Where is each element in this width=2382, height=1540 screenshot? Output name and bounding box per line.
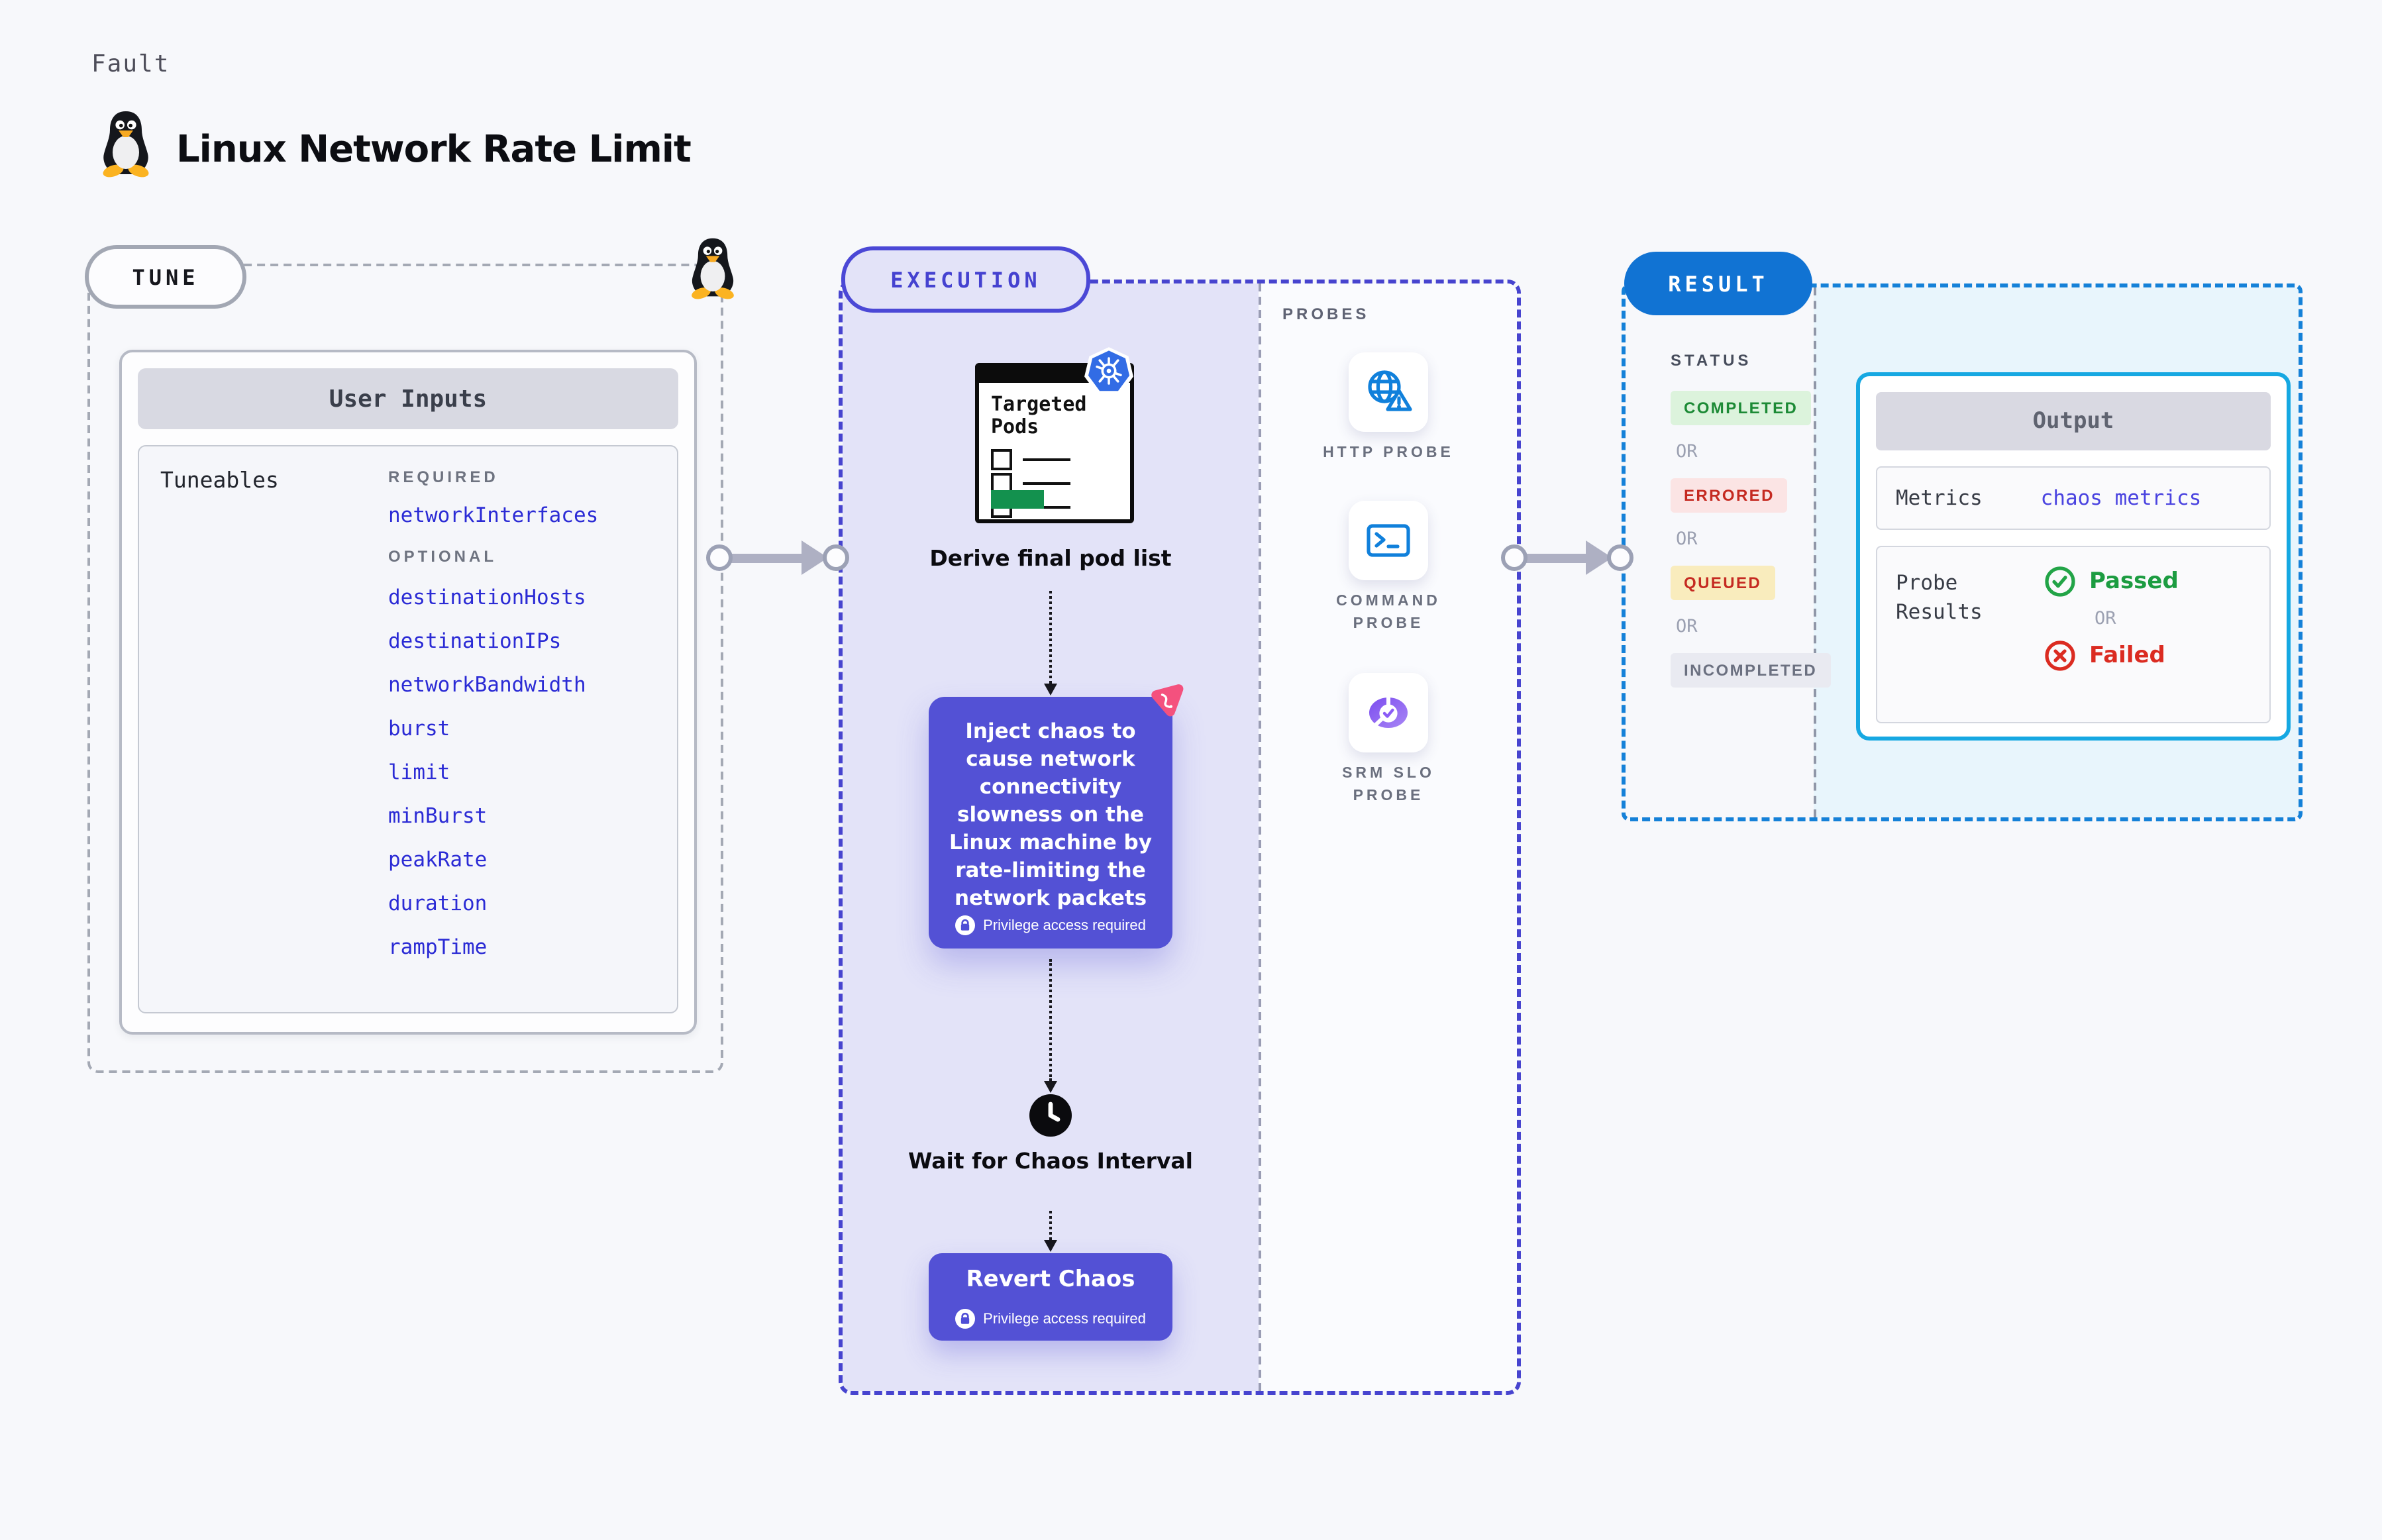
lock-icon [955,915,976,935]
param-duration: duration [388,892,488,915]
connector-dot [1607,544,1633,571]
flow-connector-arrow [1043,591,1057,695]
probes-label: PROBES [1282,305,1370,323]
command-probe-card [1349,501,1428,580]
pod-list-row [991,449,1070,470]
user-inputs-card: User Inputs Tuneables REQUIRED networkIn… [119,350,697,1035]
param-destinationIPs: destinationIPs [388,629,562,653]
revert-chaos-label: Revert Chaos [966,1266,1135,1293]
result-pill: RESULT [1624,252,1812,315]
privilege-note: Privilege access required [929,1309,1172,1329]
or-label: OR [2095,608,2116,629]
status-label: STATUS [1671,351,1752,370]
x-circle-icon [2044,640,2076,672]
inject-chaos-step: Inject chaos to cause network connectivi… [929,697,1172,949]
linux-tux-icon [690,238,735,299]
arrow-shaft [1524,553,1590,562]
connector-dot [1501,544,1528,571]
or-label: OR [1676,441,1698,462]
revert-chaos-step: Revert Chaos Privilege access required [929,1253,1172,1341]
status-badge-errored: ERRORED [1671,478,1788,513]
checkbox-icon [991,449,1012,470]
execution-to-result-arrow [1501,539,1633,576]
clock-icon [1027,1092,1074,1139]
param-networkBandwidth: networkBandwidth [388,673,586,697]
metrics-value: chaos metrics [2040,486,2202,510]
status-badge-incompleted: INCOMPLETED [1671,653,1831,688]
user-inputs-header: User Inputs [138,368,678,429]
optional-label: OPTIONAL [388,547,497,566]
privilege-note-text: Privilege access required [983,917,1146,933]
output-card: Output Metrics chaos metrics Probe Resul… [1856,372,2291,741]
status-badge-completed: COMPLETED [1671,391,1812,425]
failed-label: Failed [2089,642,2165,669]
http-probe-label: HTTP PROBE [1323,445,1454,461]
linux-tux-icon [101,111,150,178]
flow-connector-arrow [1043,1211,1057,1252]
probe-results-row: Probe Results Passed OR Failed [1876,546,2271,723]
list-line [1023,458,1070,462]
list-line [1023,482,1070,486]
srm-slo-probe-label: SRM SLO PROBE [1342,766,1435,805]
output-header: Output [1876,392,2271,450]
metrics-label: Metrics [1896,486,1983,510]
or-label: OR [1676,529,1698,550]
check-circle-icon [2044,566,2076,597]
tune-section [87,264,723,1073]
param-destinationHosts: destinationHosts [388,586,586,609]
result-section: STATUS COMPLETED OR ERRORED OR QUEUED OR… [1622,283,2303,821]
globe-alert-icon [1362,366,1415,419]
privilege-note: Privilege access required [929,915,1172,935]
chaos-litmus-icon [1145,680,1187,722]
http-probe-card [1349,352,1428,432]
pod-card-title: Targeted Pods [991,392,1087,439]
probe-results-label: Probe Results [1896,571,1983,625]
flow-connector-arrow [1043,959,1057,1093]
tune-to-execution-arrow [706,539,849,576]
derive-pod-list-caption: Derive final pod list [929,546,1172,571]
param-networkInterfaces: networkInterfaces [388,503,599,527]
list-line [1023,505,1070,509]
srm-slo-probe-card [1349,673,1428,752]
pod-progress-bar [991,490,1044,509]
terminal-icon [1362,514,1415,567]
tuneables-label: Tuneables [160,468,279,493]
connector-dot [823,544,849,571]
param-peakRate: peakRate [388,848,488,872]
tuneables-panel: Tuneables REQUIRED networkInterfaces OPT… [138,445,678,1013]
inject-chaos-text: Inject chaos to cause network connectivi… [949,719,1152,911]
arrow-shaft [729,553,805,562]
lock-icon [955,1309,976,1329]
failed-line: Failed [2044,640,2179,672]
param-limit: limit [388,760,450,784]
execution-section: Targeted Pods Derive final pod list [839,280,1521,1395]
required-label: REQUIRED [388,468,499,486]
tune-pill: TUNE [85,245,246,309]
passed-line: Passed [2044,566,2179,597]
connector-dot [706,544,733,571]
metrics-row: Metrics chaos metrics [1876,466,2271,530]
param-burst: burst [388,717,450,741]
params-list: REQUIRED networkInterfaces OPTIONAL dest… [388,468,598,959]
passed-label: Passed [2089,568,2179,595]
fault-eyebrow: Fault [91,50,170,78]
kubernetes-icon [1084,346,1134,396]
wait-chaos-caption: Wait for Chaos Interval [908,1149,1193,1174]
or-label: OR [1676,616,1698,637]
privilege-note-text: Privilege access required [983,1311,1146,1327]
status-badge-queued: QUEUED [1671,566,1775,600]
page-title: Linux Network Rate Limit [176,127,692,171]
execution-pill: EXECUTION [841,246,1090,313]
command-probe-label: COMMAND PROBE [1336,593,1441,633]
probes-panel: PROBES HTTP PROBE COMMAND PROBE SRM SLO … [1259,283,1517,1391]
probe-results-values: Passed OR Failed [2044,566,2179,672]
param-minBurst: minBurst [388,804,488,828]
execution-flow-lane: Targeted Pods Derive final pod list [843,283,1259,1391]
slo-pie-check-icon [1362,686,1415,739]
param-rampTime: rampTime [388,935,488,959]
